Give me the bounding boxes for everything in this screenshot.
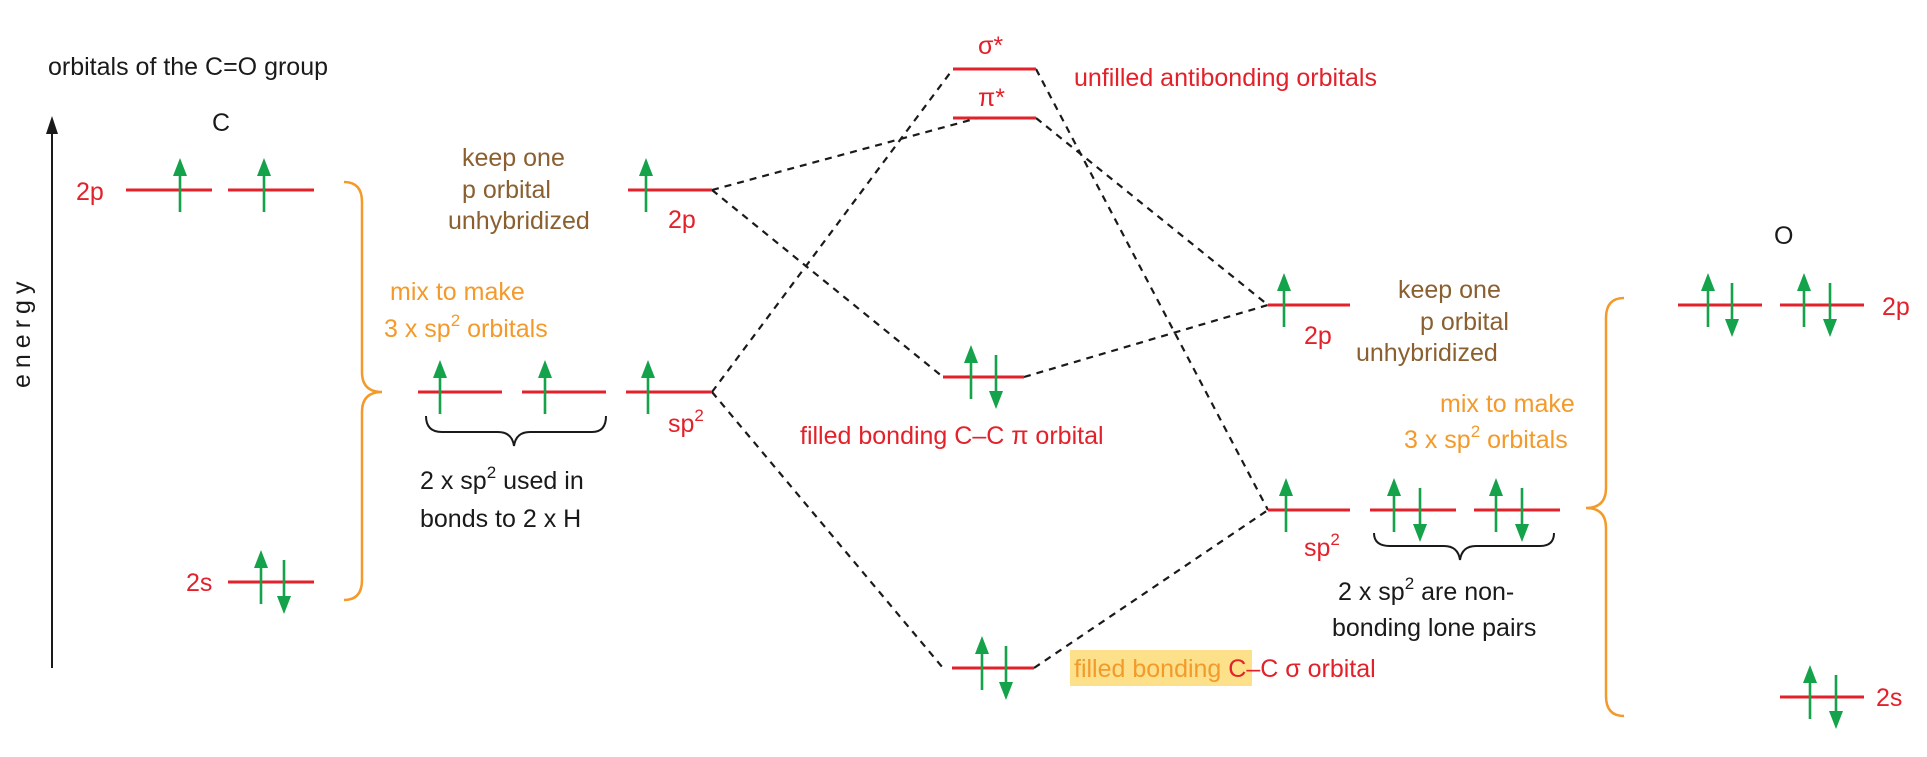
carbon-atom-label: C: [212, 109, 230, 137]
o-lonepair-brace: [1373, 532, 1555, 561]
correlation-lines: [711, 68, 1269, 669]
c-mix-line-1: mix to make: [390, 278, 525, 306]
electron-arrow: [989, 355, 1003, 409]
electron-arrow: [975, 636, 989, 690]
pi-star-label: π*: [978, 84, 1005, 112]
electron-arrow: [999, 646, 1013, 700]
energy-axis-label: energy: [8, 276, 36, 388]
sigma-bonding-label: filled bonding C–C σ orbital: [1074, 655, 1376, 683]
diagram-title: orbitals of the C=O group: [48, 53, 328, 81]
electron-arrow: [254, 550, 268, 604]
o-mix-line-2: 3 x sp2 orbitals: [1404, 422, 1568, 454]
antibonding-label: unfilled antibonding orbitals: [1074, 64, 1377, 92]
c-sp2-label: sp2: [668, 406, 704, 438]
electron-arrow: [1279, 478, 1293, 532]
o-keep-line-3: unhybridized: [1356, 339, 1498, 367]
c-used-brace: [425, 415, 607, 447]
electron-arrow: [964, 345, 978, 399]
electron-arrow: [641, 360, 655, 414]
energy-axis: [46, 116, 58, 668]
sigma-star-label: σ*: [978, 32, 1003, 60]
oxygen-atom-label: O: [1774, 222, 1793, 250]
o-keep-line-1: keep one: [1398, 276, 1501, 304]
electron-arrow: [257, 158, 271, 212]
electron-arrow: [1803, 665, 1817, 719]
c-keep-line-2: p orbital: [462, 176, 551, 204]
o-sp2-label: sp2: [1304, 530, 1340, 562]
electron-arrow: [1829, 675, 1843, 729]
electron-arrow: [1515, 488, 1529, 542]
pi-bonding-label: filled bonding C–C π orbital: [800, 422, 1104, 450]
energy-levels: [126, 67, 1864, 699]
electron-arrow: [639, 158, 653, 212]
electrons: [173, 158, 1843, 729]
electron-arrow: [1701, 273, 1715, 327]
o-2p-label: 2p: [1882, 293, 1910, 321]
o-2s-label: 2s: [1876, 684, 1902, 712]
electron-arrow: [1277, 273, 1291, 327]
c-mix-brace: [343, 180, 383, 602]
electron-arrow: [433, 360, 447, 414]
electron-arrow: [1797, 273, 1811, 327]
o-p-label: 2p: [1304, 322, 1332, 350]
c-p-label: 2p: [668, 206, 696, 234]
o-mix-brace: [1585, 296, 1625, 718]
c-2s-label: 2s: [186, 569, 212, 597]
o-mix-line-1: mix to make: [1440, 390, 1575, 418]
c-2p-label: 2p: [76, 178, 104, 206]
electron-arrow: [1725, 283, 1739, 337]
electron-arrow: [173, 158, 187, 212]
c-keep-line-3: unhybridized: [448, 207, 590, 235]
c-mix-line-2: 3 x sp2 orbitals: [384, 311, 548, 343]
electron-arrow: [1823, 283, 1837, 337]
electron-arrow: [1413, 488, 1427, 542]
sigma-bonding-highlight: [1070, 650, 1252, 686]
o-keep-line-2: p orbital: [1420, 308, 1509, 336]
o-lonepair-line-1: 2 x sp2 are non-: [1338, 574, 1514, 606]
electron-arrow: [538, 360, 552, 414]
c-used-line-1: 2 x sp2 used in: [420, 463, 584, 495]
electron-arrow: [277, 560, 291, 614]
electron-arrow: [1489, 478, 1503, 532]
o-lonepair-line-2: bonding lone pairs: [1332, 614, 1536, 642]
c-used-line-2: bonds to 2 x H: [420, 505, 581, 533]
c-keep-line-1: keep one: [462, 144, 565, 172]
electron-arrow: [1387, 478, 1401, 532]
